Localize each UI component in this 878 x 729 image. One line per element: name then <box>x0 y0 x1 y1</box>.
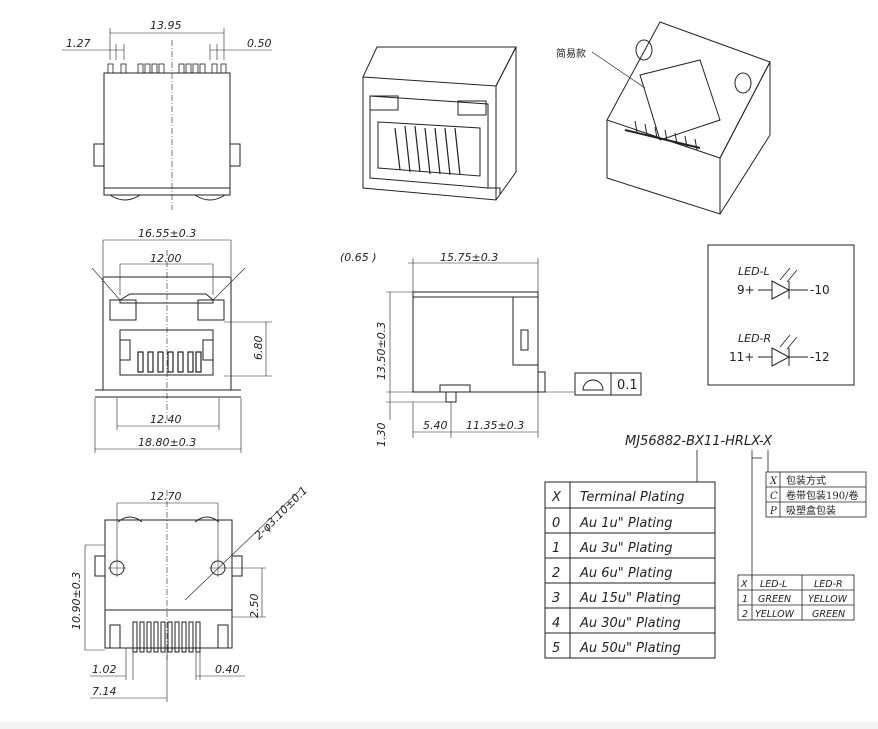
dim-bottom-spacing: 12.70 <box>150 490 182 503</box>
plating-row-code: 3 <box>552 591 560 606</box>
plating-row-code: 5 <box>552 641 560 656</box>
packaging-row-label: 卷带包装190/卷 <box>786 489 858 502</box>
led-r-cathode: -12 <box>810 350 830 364</box>
dim-front-opening: 12.00 <box>150 252 182 265</box>
packaging-row-label: 吸塑盒包装 <box>786 504 836 517</box>
dim-front-total: 18.80±0.3 <box>138 436 196 449</box>
led-table-cell: YELLOW <box>808 594 848 605</box>
part-number-leaders <box>696 450 769 580</box>
led-table-cell: 2 <box>742 609 748 620</box>
dim-side-pin: 1.30 <box>375 423 388 448</box>
led-table-cell: GREEN <box>758 594 791 605</box>
plating-table <box>544 481 716 659</box>
dim-bottom-hole: 2-φ3.10±0.1 <box>252 484 310 542</box>
dim-bottom-b: 0.40 <box>215 663 240 676</box>
dim-side-offset: (0.65 ) <box>340 251 377 264</box>
dim-top-pin: 0.50 <box>247 37 272 50</box>
iso-view-front <box>362 46 517 201</box>
plating-row-label: Au 6u" Plating <box>579 566 673 581</box>
led-table-cell: 1 <box>742 594 748 605</box>
led-r-anode: 11+ <box>729 350 754 364</box>
dim-front-body: 16.55±0.3 <box>138 227 196 240</box>
plating-row-label: Au 30u" Plating <box>579 616 681 631</box>
packaging-row-code: X <box>769 476 778 487</box>
dim-side-p1: 5.40 <box>423 419 448 432</box>
top-view <box>62 28 272 210</box>
led-table-header-l: LED-L <box>760 579 787 590</box>
dim-side-depth: 15.75±0.3 <box>440 251 498 264</box>
led-table-cell: GREEN <box>812 609 845 620</box>
dim-top-width: 13.95 <box>150 19 182 32</box>
packaging-row-code: C <box>770 491 778 502</box>
led-schematic-box <box>707 244 855 386</box>
flatness-symbol <box>545 372 642 396</box>
bottom-strip <box>0 722 878 729</box>
dim-bottom-y2: 2.50 <box>248 594 261 619</box>
dim-bottom-y1: 10.90±0.3 <box>70 572 83 630</box>
plating-row-code: 2 <box>552 566 560 581</box>
plating-row-code: 4 <box>552 616 560 631</box>
plating-row-label: Au 3u" Plating <box>579 541 673 556</box>
plating-row-label: Au 50u" Plating <box>579 641 681 656</box>
packaging-table <box>765 471 867 518</box>
dim-bottom-a: 1.02 <box>92 663 117 676</box>
front-view <box>91 239 272 453</box>
dim-front-inner: 12.40 <box>150 413 182 426</box>
led-color-table <box>737 574 855 621</box>
dim-top-pitch: 1.27 <box>66 37 91 50</box>
packaging-row-code: P <box>769 506 777 517</box>
iso-view-rear <box>591 21 771 215</box>
plating-row-code: 1 <box>552 541 560 556</box>
dim-bottom-c: 7.14 <box>92 685 117 698</box>
led-l-anode: 9+ <box>737 283 755 297</box>
led-table-header-r: LED-R <box>814 579 843 590</box>
bottom-view <box>84 489 301 702</box>
led-l-name: LED-L <box>738 265 770 278</box>
flatness-value: 0.1 <box>617 378 638 393</box>
led-l-cathode: -10 <box>810 283 830 297</box>
plating-header-label: Terminal Plating <box>580 490 685 505</box>
plating-header-x: X <box>551 490 562 505</box>
iso-label: 简易款 <box>556 47 586 60</box>
side-view <box>386 258 546 438</box>
part-number: MJ56882-BX11-HRLX-X <box>625 434 773 449</box>
dim-front-height: 6.80 <box>252 336 265 361</box>
led-table-header-x: X <box>740 579 748 590</box>
packaging-row-label: 包装方式 <box>786 474 826 487</box>
led-table-cell: YELLOW <box>755 609 795 620</box>
plating-row-label: Au 15u" Plating <box>579 591 681 606</box>
led-r-name: LED-R <box>738 332 771 345</box>
plating-row-label: Au 1u" Plating <box>579 516 673 531</box>
plating-row-code: 0 <box>552 516 560 531</box>
dim-side-p2: 11.35±0.3 <box>466 419 524 432</box>
dim-side-height: 13.50±0.3 <box>375 322 388 380</box>
